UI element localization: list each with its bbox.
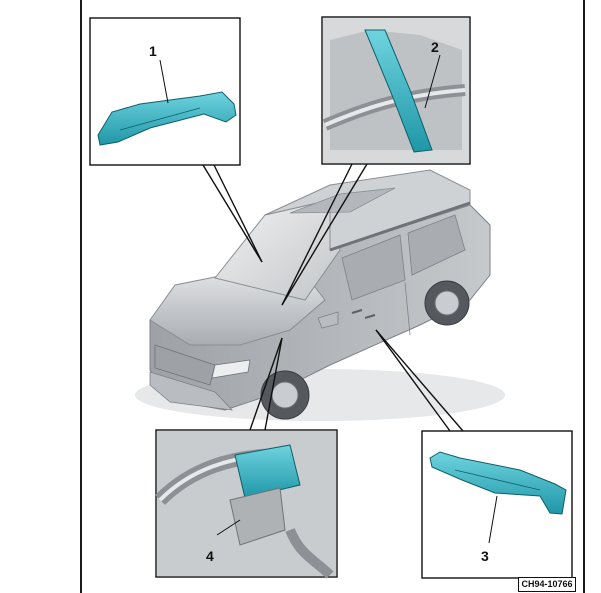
callout-line-1 (159, 59, 169, 104)
leader-line-1a (202, 164, 263, 263)
vehicle-illustration (135, 169, 505, 421)
callout-4-label: 4 (206, 548, 214, 564)
headlight (211, 359, 251, 379)
rear-side-window (407, 214, 466, 276)
door-handle-rear-part (429, 451, 567, 515)
inset-1: 1 (89, 17, 241, 166)
figure-reference-code: CH94-10766 (518, 577, 576, 592)
roof-rail (329, 201, 471, 252)
leader-line-4a (249, 337, 283, 431)
door-handle-marker-rear (364, 314, 376, 319)
callout-3-label: 3 (481, 548, 489, 564)
inset-3: 3 (421, 430, 573, 579)
leader-line-4b (264, 337, 283, 431)
leader-line-3b (375, 329, 464, 432)
leader-line-2a (281, 163, 353, 306)
door-handle-marker-front (351, 309, 363, 314)
rear-wheel-rim (434, 290, 460, 316)
door-handle-front-edge (119, 107, 201, 131)
page-frame-right (583, 0, 585, 593)
callout-1-label: 1 (149, 43, 157, 59)
door-handle-front-part (97, 91, 237, 146)
front-wheel-rim (271, 381, 299, 409)
door-seam (404, 281, 411, 336)
leader-line-3a (375, 329, 451, 432)
callout-line-3 (488, 495, 498, 544)
leader-line-2b (281, 163, 368, 306)
inset-2-cable-highlight (324, 88, 466, 127)
inset-4-bracket (229, 487, 286, 546)
sunroof (289, 187, 396, 214)
inset-2: 2 (321, 16, 471, 165)
front-bumper (149, 371, 234, 411)
inset-4-lower-hose (285, 527, 334, 579)
callout-2-label: 2 (431, 39, 439, 55)
side-mirror (317, 311, 339, 329)
callout-line-2 (424, 54, 441, 109)
callout-line-4 (216, 519, 241, 536)
wiring-connector-part (364, 29, 433, 153)
leader-lines (202, 163, 464, 432)
front-side-window (341, 234, 406, 301)
door-handle-rear-edge (454, 469, 541, 491)
inset-4: 4 (155, 429, 338, 579)
front-grille (154, 344, 216, 386)
control-module-part (234, 444, 301, 499)
page-frame-left (80, 0, 82, 593)
leader-line-1b (213, 164, 263, 263)
